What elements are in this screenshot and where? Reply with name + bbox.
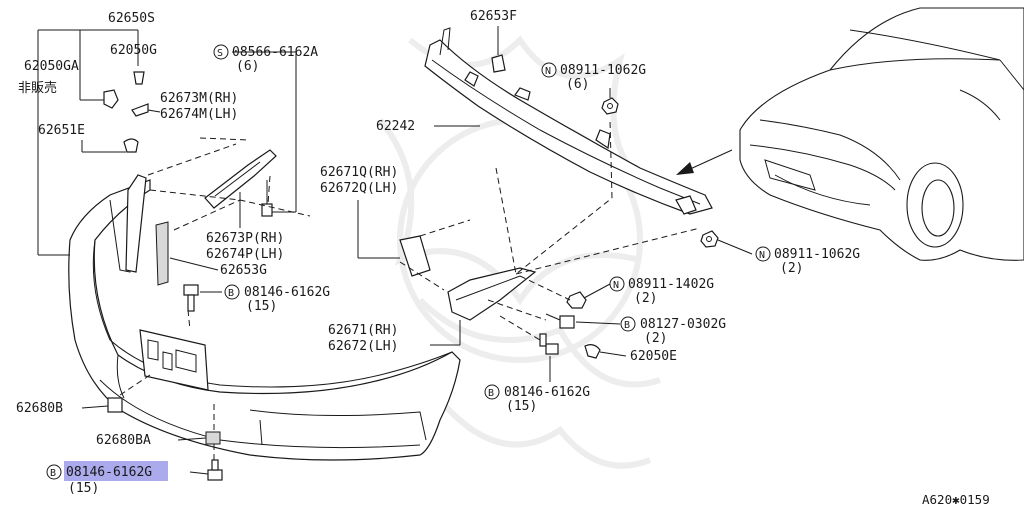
- labels: 62650S 62050G 62050GA 非販売 62651E 62673M(…: [16, 9, 990, 507]
- leader-lines: [37, 26, 753, 475]
- pad-62680BA: [205, 431, 221, 445]
- clip-62050E: [584, 344, 601, 359]
- bolt-lower: [207, 459, 223, 481]
- label-62050E: 62050E: [630, 349, 677, 364]
- symbol-n-circle-1: [541, 62, 557, 78]
- symbol-n-2: N: [759, 250, 765, 261]
- symbol-n-circle-3: [609, 276, 625, 292]
- label-62653G: 62653G: [220, 263, 267, 278]
- pad-62680B: [107, 397, 123, 413]
- side-bracket: [125, 174, 169, 286]
- symbol-b-circle-2: [620, 316, 636, 332]
- symbol-s-circle: [213, 44, 229, 60]
- label-08146-upper: 08146-6162G: [244, 285, 330, 300]
- label-62050GA: 62050GA: [24, 59, 79, 74]
- label-08911-1402G-qty: (2): [634, 291, 657, 306]
- label-62653F: 62653F: [470, 9, 517, 24]
- symbol-n-1: N: [545, 66, 551, 77]
- label-08146-upper-qty: (15): [246, 299, 277, 314]
- upper-bracket: [204, 149, 277, 209]
- label-08146-mid: 08146-6162G: [504, 385, 590, 400]
- direction-arrow: [676, 149, 733, 175]
- label-08911-right-qty: (2): [780, 261, 803, 276]
- label-62672: 62672(LH): [328, 339, 398, 354]
- symbol-b-circle-1: [224, 284, 240, 300]
- label-08911-1062G-right: 08911-1062G: [774, 247, 860, 262]
- label-62673M: 62673M(RH): [160, 91, 238, 106]
- reinforcement-bar: [424, 27, 713, 215]
- nut-upper: [601, 97, 619, 115]
- vehicle-front-view: [739, 7, 1024, 261]
- symbol-n-circle-2: [755, 246, 771, 262]
- symbol-b-1: B: [228, 288, 234, 299]
- symbol-b-circle-3: [484, 384, 500, 400]
- label-08911-1402G: 08911-1402G: [628, 277, 714, 292]
- label-08127: 08127-0302G: [640, 317, 726, 332]
- part-62653F-pad: [491, 54, 506, 73]
- label-08146-lower: 08146-6162G: [66, 465, 152, 480]
- side-mount-bracket: [399, 235, 537, 321]
- label-08146-mid-qty: (15): [506, 399, 537, 414]
- label-62674M: 62674M(LH): [160, 107, 238, 122]
- label-62650S: 62650S: [108, 11, 155, 26]
- symbol-s: S: [217, 48, 223, 59]
- bolt-08127: [545, 313, 575, 329]
- symbol-b-3: B: [488, 388, 494, 399]
- nut-1402: [566, 291, 587, 309]
- label-08127-qty: (2): [644, 331, 667, 346]
- label-62672Q: 62672Q(LH): [320, 181, 398, 196]
- nut-right: [700, 230, 719, 248]
- label-08566-qty: (6): [236, 59, 259, 74]
- label-62673P: 62673P(RH): [206, 231, 284, 246]
- label-62674P: 62674P(LH): [206, 247, 284, 262]
- bolt-upper: [183, 284, 199, 312]
- clips: [103, 71, 149, 153]
- reference-code: A620✱0159: [922, 492, 990, 507]
- label-62242: 62242: [376, 119, 415, 134]
- screw-08566: [261, 180, 273, 217]
- label-08566: 08566-6162A: [232, 45, 318, 60]
- symbol-b-4: B: [50, 468, 56, 479]
- label-62671: 62671(RH): [328, 323, 398, 338]
- label-62651E: 62651E: [38, 123, 85, 138]
- bolt-mid: [539, 333, 559, 355]
- highlight-box: [64, 461, 168, 481]
- symbol-b-circle-4: [46, 464, 62, 480]
- label-62680BA: 62680BA: [96, 433, 151, 448]
- label-08911-1062G-upper: 08911-1062G: [560, 63, 646, 78]
- symbol-b-2: B: [624, 320, 630, 331]
- label-not-for-sale: 非販売: [18, 80, 57, 96]
- symbol-n-3: N: [613, 280, 619, 291]
- label-62680B: 62680B: [16, 401, 63, 416]
- label-08146-lower-qty: (15): [68, 481, 99, 496]
- label-62671Q: 62671Q(RH): [320, 165, 398, 180]
- label-62050G: 62050G: [110, 43, 157, 58]
- label-08911-upper-qty: (6): [566, 77, 589, 92]
